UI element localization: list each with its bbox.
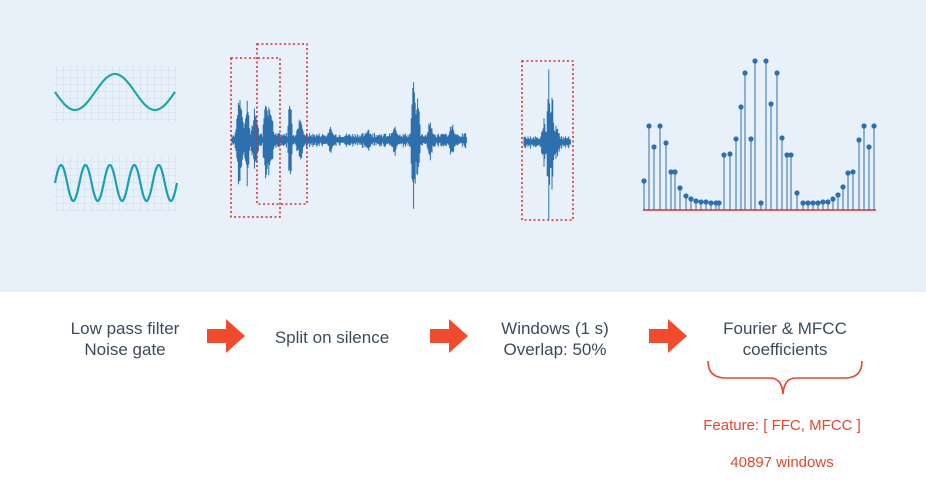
step-line: Windows (1 s) [501,319,609,338]
curly-brace-icon [707,360,863,395]
step-line: Split on silence [274,328,390,347]
low-freq-sine-icon [53,66,177,122]
window-box-icon [256,43,308,205]
stem-marker [768,101,774,107]
stem-marker [825,199,831,205]
stem-marker [716,200,722,206]
stem-marker [708,200,714,206]
stem-marker [738,104,744,110]
stem-marker [641,178,647,184]
step-label-windows: Windows (1 s) Overlap: 50% [475,318,635,360]
stem-marker [668,169,674,175]
step-line: Noise gate [84,340,166,359]
stem-marker [850,169,856,175]
stem-marker [672,169,678,175]
right-arrow-icon [649,319,687,353]
stem-marker [871,123,877,129]
step-label-split: Split on silence [252,327,412,348]
visual-panel [0,0,926,292]
stem-marker [663,140,669,146]
stem-marker [733,136,739,142]
stem-marker [835,192,841,198]
step-label-filter: Low pass filter Noise gate [45,318,205,360]
right-arrow-icon [207,319,245,353]
stem-marker [727,151,733,157]
stem-marker [677,185,683,191]
waveform-trace [231,82,467,209]
stem-marker [845,170,851,176]
stem-marker [856,137,862,143]
feature-note: Feature: [ FFC, MFCC ] [703,417,861,434]
step-line: Fourier & MFCC [723,319,847,338]
stem-marker [721,152,727,158]
stem-marker [693,198,699,204]
window-box-icon [230,57,281,218]
stem-marker [742,70,748,76]
stem-marker [866,144,872,150]
high-freq-sine-icon [53,155,179,211]
stem-marker [651,144,657,150]
right-arrow-icon [430,319,468,353]
stem-marker [784,152,790,158]
stem-marker [748,136,754,142]
stem-marker [779,135,785,141]
waveform-trace [523,69,571,220]
stem-marker [861,123,867,129]
stem-marker [800,200,806,206]
audio-waveform-icon [231,82,467,209]
stem-marker [698,199,704,205]
stem-marker [774,70,780,76]
stem-plot-icon [641,58,877,210]
step-line: Low pass filter [70,319,180,338]
stem-marker [646,123,652,129]
stem-marker [794,190,800,196]
stem-marker [758,200,764,206]
stem-marker [683,193,689,199]
stem-marker [763,58,769,64]
stem-marker [820,199,826,205]
stem-marker [810,200,816,206]
stem-marker [805,200,811,206]
stem-marker [830,196,836,202]
stem-marker [752,58,758,64]
audio-waveform-icon [523,69,571,220]
stem-marker [788,152,794,158]
windows-count-note: 40897 windows [730,454,834,471]
stem-marker [688,196,694,202]
step-line: coefficients [742,340,828,359]
step-label-features: Fourier & MFCC coefficients [695,318,875,360]
step-line: Overlap: 50% [503,340,607,359]
stem-marker [657,123,663,129]
stem-marker [815,200,821,206]
stem-marker [840,184,846,190]
window-box-icon [521,60,574,221]
stem-marker [703,199,709,205]
